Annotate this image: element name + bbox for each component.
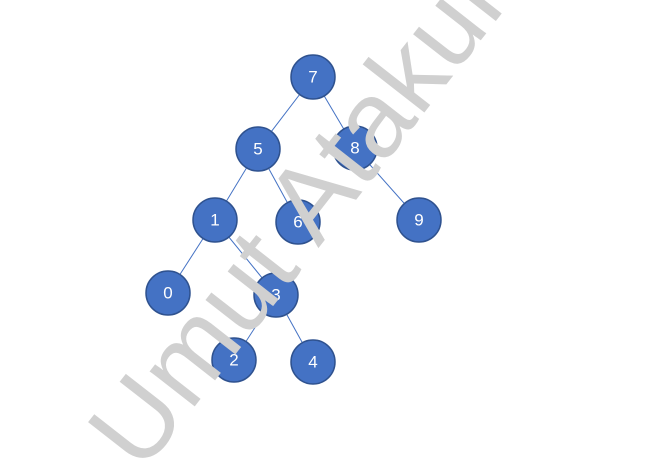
node-label: 2: [229, 351, 238, 370]
node-label: 1: [210, 211, 219, 230]
node-label: 5: [253, 140, 262, 159]
node-label: 4: [308, 353, 317, 372]
tree-node-3: 3: [253, 272, 299, 318]
tree-node-6: 6: [275, 199, 321, 245]
node-circle: [275, 199, 321, 245]
tree-node-1: 1: [192, 197, 238, 243]
node-circle: [396, 197, 442, 243]
tree-nodes: 7 5 8 1 6 9 0 3 2 4: [145, 54, 442, 385]
tree-node-4: 4: [290, 339, 336, 385]
node-circle: [290, 339, 336, 385]
tree-node-8: 8: [332, 125, 378, 171]
node-label: 0: [163, 284, 172, 303]
tree-node-5: 5: [235, 126, 281, 172]
node-label: 3: [271, 286, 280, 305]
node-circle: [253, 272, 299, 318]
tree-node-2: 2: [211, 337, 257, 383]
node-circle: [235, 126, 281, 172]
node-circle: [145, 270, 191, 316]
node-circle: [192, 197, 238, 243]
tree-node-0: 0: [145, 270, 191, 316]
node-label: 9: [414, 211, 423, 230]
tree-node-7: 7: [290, 54, 336, 100]
node-label: 7: [308, 68, 317, 87]
node-circle: [211, 337, 257, 383]
node-label: 8: [350, 139, 359, 158]
node-circle: [290, 54, 336, 100]
node-label: 6: [293, 213, 302, 232]
node-circle: [332, 125, 378, 171]
tree-node-9: 9: [396, 197, 442, 243]
